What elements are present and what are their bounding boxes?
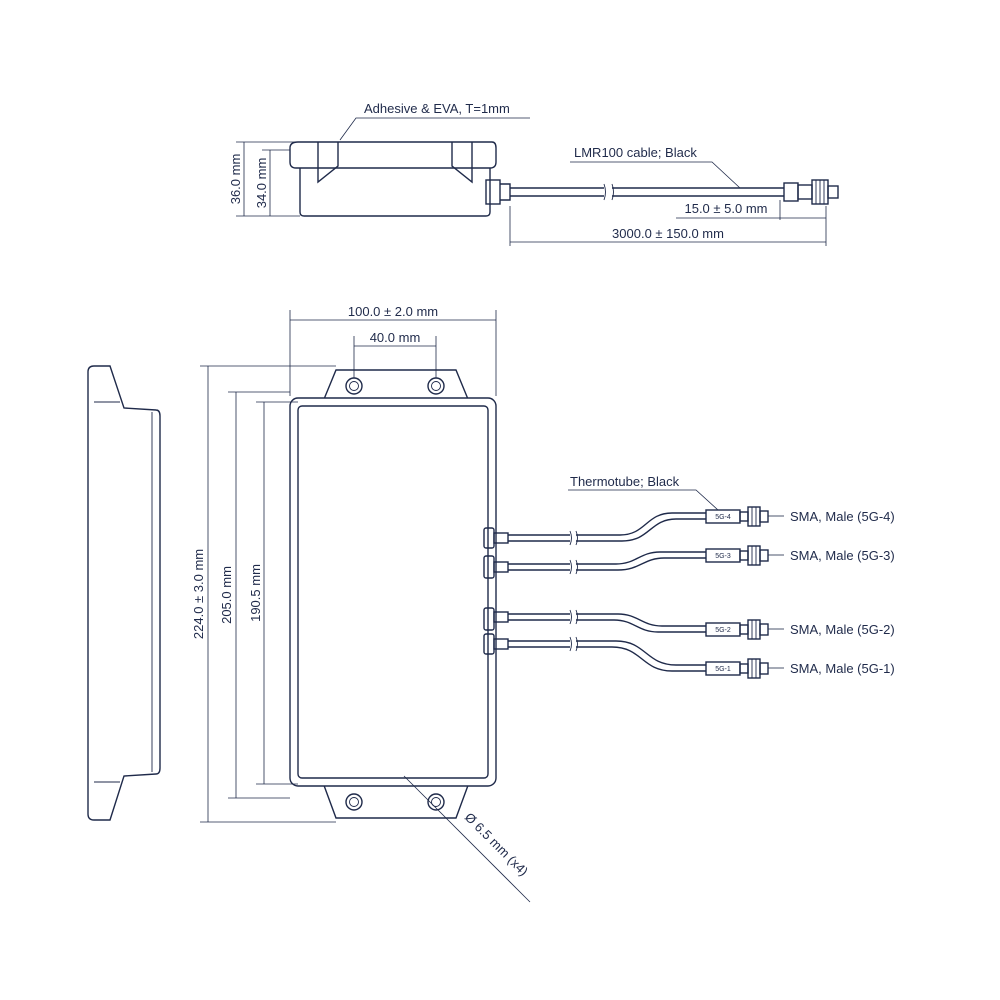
hole-spacing-dim: 40.0 mm bbox=[370, 330, 421, 345]
front-view: 100.0 ± 2.0 mm 40.0 mm 224.0 ± 3.0 mm 20… bbox=[191, 304, 895, 903]
sma-connector-5g-4: 5G-4 SMA, Male (5G-4) bbox=[705, 506, 895, 527]
cable-5g-3 bbox=[483, 551, 706, 579]
cable-5g-2 bbox=[483, 607, 706, 633]
cable-length-dim: 3000.0 ± 150.0 mm bbox=[612, 226, 724, 241]
height-body-dim: 34.0 mm bbox=[254, 158, 269, 209]
width-dim: 100.0 ± 2.0 mm bbox=[348, 304, 438, 319]
tag-5g-2: 5G-2 bbox=[715, 627, 731, 634]
top-side-view: Adhesive & EVA, T=1mm LMR100 cable; Blac… bbox=[228, 101, 839, 246]
tag-5g-4: 5G-4 bbox=[715, 514, 731, 521]
connector-label-5g-1: SMA, Male (5G-1) bbox=[790, 661, 895, 676]
length-body-dim: 205.0 mm bbox=[219, 566, 234, 624]
sma-connector-5g-3: 5G-3 SMA, Male (5G-3) bbox=[705, 545, 895, 566]
left-profile-view bbox=[87, 365, 161, 821]
cable-5g-1 bbox=[483, 633, 706, 672]
adhesive-label: Adhesive & EVA, T=1mm bbox=[364, 101, 510, 116]
cable-label: LMR100 cable; Black bbox=[574, 145, 697, 160]
height-total-dim: 36.0 mm bbox=[228, 154, 243, 205]
sma-connector-5g-2: 5G-2 SMA, Male (5G-2) bbox=[705, 619, 895, 640]
sma-connector-5g-1: 5G-1 SMA, Male (5G-1) bbox=[705, 658, 895, 679]
connector-label-5g-2: SMA, Male (5G-2) bbox=[790, 622, 895, 637]
cable-strip-dim: 15.0 ± 5.0 mm bbox=[684, 201, 767, 216]
thermotube-label: Thermotube; Black bbox=[570, 474, 680, 489]
connector-label-5g-4: SMA, Male (5G-4) bbox=[790, 509, 895, 524]
tag-5g-1: 5G-1 bbox=[715, 666, 731, 673]
connector-label-5g-3: SMA, Male (5G-3) bbox=[790, 548, 895, 563]
length-inner-dim: 190.5 mm bbox=[248, 564, 263, 622]
length-total-dim: 224.0 ± 3.0 mm bbox=[191, 549, 206, 639]
cable-5g-4 bbox=[483, 512, 706, 549]
tag-5g-3: 5G-3 bbox=[715, 553, 731, 560]
